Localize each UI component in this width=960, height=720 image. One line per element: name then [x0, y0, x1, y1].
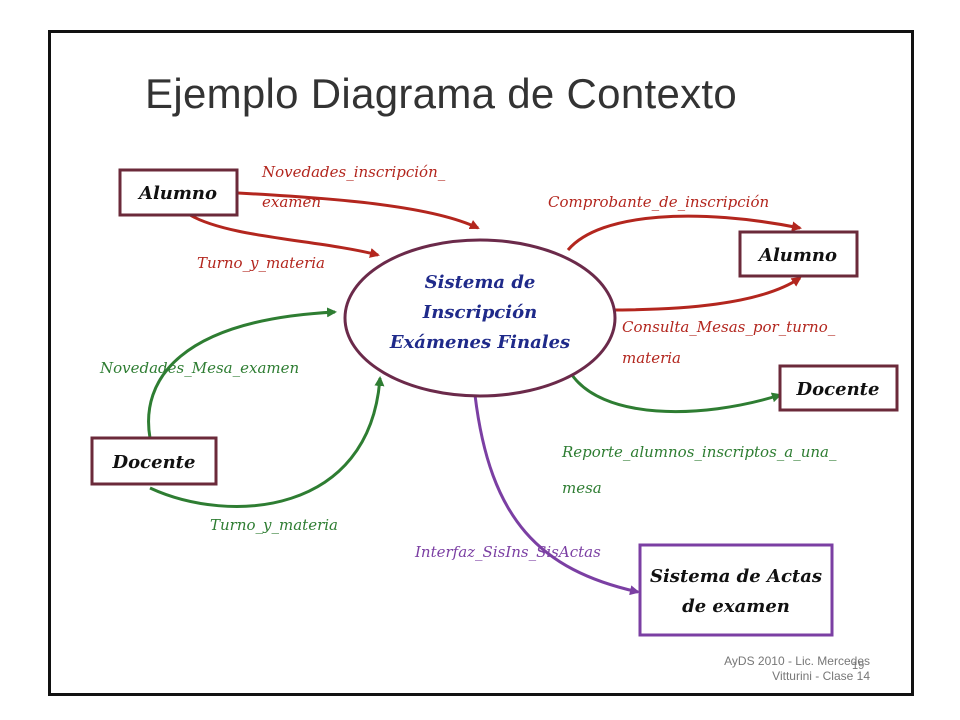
entity-sistema-actas-label-line2: de examen [682, 596, 790, 617]
entity-alumno-right-label: Alumno [757, 245, 837, 266]
entity-docente-right-label: Docente [796, 379, 880, 400]
flow-label-reporte-line2: mesa [562, 479, 602, 497]
flow-label-comprobante: Comprobante_de_inscripción [548, 193, 769, 211]
entity-alumno-right-box [738, 230, 859, 278]
footer-line-2: Vitturini - Clase 14 [772, 669, 870, 683]
flow-label-turno-materia-alumno: Turno_y_materia [197, 254, 325, 272]
flow-label-reporte-line1: Reporte_alumnos_inscriptos_a_una_ [561, 443, 837, 461]
flow-label-interfaz: Interfaz_SisIns_SisActas [414, 543, 601, 561]
process-ellipse [343, 238, 617, 398]
entity-sistema-actas-box [638, 543, 834, 637]
process-label-line3: Exámenes Finales [389, 332, 570, 353]
flow-label-novedades-inscripcion-line1: Novedades_inscripción_ [261, 163, 446, 181]
flow-consulta-arrow [607, 276, 802, 312]
flow-novedades-mesa-arrow [147, 307, 337, 439]
flow-label-novedades-inscripcion-line2: examen [262, 193, 321, 211]
flow-label-consulta-line2: materia [622, 349, 681, 367]
entity-docente-left-box [90, 436, 218, 486]
entity-alumno-left-label: Alumno [137, 183, 217, 204]
flow-label-turno-materia-docente: Turno_y_materia [210, 516, 338, 534]
entity-alumno-left-box [118, 168, 239, 217]
process-label-line1: Sistema de [425, 272, 536, 293]
flow-comprobante-arrow [566, 214, 802, 251]
footer-line-1: AyDS 2010 - Lic. Mercedes [724, 654, 870, 668]
entity-sistema-actas-label-line1: Sistema de Actas [650, 566, 822, 587]
flow-novedades-inscripcion-arrow [237, 191, 480, 230]
page-number: 19 [852, 660, 865, 672]
flow-reporte-arrow [568, 371, 782, 414]
flow-turno-materia-alumno-arrow [189, 213, 380, 258]
slide-title: Ejemplo Diagrama de Contexto [145, 70, 738, 117]
entity-docente-left-label: Docente [112, 452, 196, 473]
flow-interfaz-arrow [473, 394, 640, 596]
process-label-line2: Inscripción [422, 302, 537, 323]
slide-footer: AyDS 2010 - Lic. Mercedes Vitturini - Cl… [690, 654, 870, 684]
flow-label-novedades-mesa: Novedades_Mesa_examen [99, 359, 299, 377]
flow-label-consulta-line1: Consulta_Mesas_por_turno_ [622, 318, 836, 336]
flow-turno-materia-docente-arrow [149, 376, 385, 508]
entity-docente-right-box [778, 364, 899, 412]
